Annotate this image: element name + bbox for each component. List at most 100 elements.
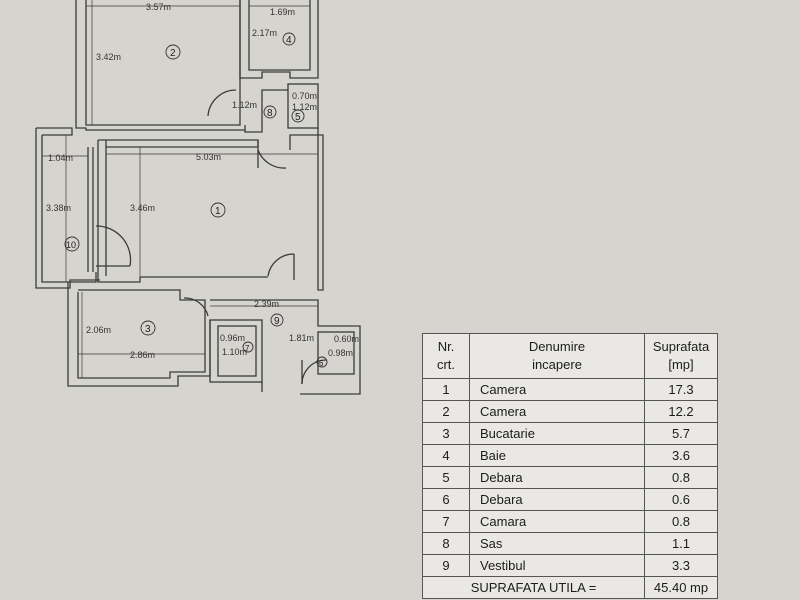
dim-label-d12: 2.39m bbox=[254, 299, 279, 309]
row-area: 0.8 bbox=[644, 510, 718, 533]
wall-room-3-inner bbox=[77, 289, 206, 379]
wall-room-5 bbox=[287, 83, 319, 129]
row-nr: 6 bbox=[422, 488, 470, 511]
row-name: Camara bbox=[469, 510, 645, 533]
door-swing-room-8 bbox=[207, 89, 237, 117]
room-number-8: 8 bbox=[267, 108, 273, 119]
room-circle-9 bbox=[270, 313, 284, 327]
row-nr: 5 bbox=[422, 466, 470, 489]
row-area: 3.3 bbox=[644, 554, 718, 577]
room-circle-3 bbox=[140, 320, 156, 336]
room-number-10: 10 bbox=[66, 240, 76, 250]
row-name: Camera bbox=[469, 378, 645, 401]
dim-label-d4: 2.17m bbox=[252, 28, 277, 38]
wall-room-9 bbox=[210, 299, 361, 395]
row-nr: 4 bbox=[422, 444, 470, 467]
dim-label-d1: 3.57m bbox=[146, 2, 171, 12]
wall-room-7-inner bbox=[217, 325, 257, 377]
row-area: 12.2 bbox=[644, 400, 718, 423]
room-circle-5 bbox=[291, 109, 305, 123]
dim-label-d16: 1.10m bbox=[222, 347, 247, 357]
room-number-6: 6 bbox=[319, 359, 324, 368]
row-area: 17.3 bbox=[644, 378, 718, 401]
row-name: Vestibul bbox=[469, 554, 645, 577]
wall-room-1-top bbox=[98, 139, 259, 148]
dim-label-d19: 0.98m bbox=[328, 348, 353, 358]
wall-room-1-right bbox=[289, 128, 324, 291]
header-nr: Nr.crt. bbox=[422, 333, 470, 379]
row-name: Bucatarie bbox=[469, 422, 645, 445]
door-swing-room-1 bbox=[257, 149, 287, 169]
row-area: 5.7 bbox=[644, 422, 718, 445]
room-number-1: 1 bbox=[215, 206, 221, 217]
dim-label-d9: 5.03m bbox=[196, 152, 221, 162]
room-circle-10 bbox=[64, 236, 80, 252]
row-area: 0.6 bbox=[644, 488, 718, 511]
row-name: Debara bbox=[469, 488, 645, 511]
room-number-7: 7 bbox=[245, 344, 250, 353]
row-nr: 2 bbox=[422, 400, 470, 423]
wall-room-10-inner bbox=[41, 135, 97, 283]
wall-room-1-outer bbox=[97, 140, 268, 283]
door-swing-room-3 bbox=[183, 297, 209, 317]
wall-room-2 bbox=[75, 0, 245, 131]
dim-label-d7: 1.12m bbox=[232, 100, 257, 110]
row-nr: 3 bbox=[422, 422, 470, 445]
dim-label-d3: 3.42m bbox=[96, 52, 121, 62]
wall-room-4 bbox=[239, 0, 319, 79]
dim-label-d14: 2.86m bbox=[130, 350, 155, 360]
row-nr: 8 bbox=[422, 532, 470, 555]
door-swing-room-9 bbox=[267, 253, 295, 277]
total-value: 45.40 mp bbox=[644, 576, 718, 599]
wall-room-2-inner bbox=[85, 0, 241, 126]
row-name: Debara bbox=[469, 466, 645, 489]
row-area: 0.8 bbox=[644, 466, 718, 489]
header-area: Suprafata[mp] bbox=[644, 333, 718, 379]
row-area: 1.1 bbox=[644, 532, 718, 555]
dim-label-d13: 2.06m bbox=[86, 325, 111, 335]
room-number-5: 5 bbox=[295, 112, 301, 123]
wall-room-8 bbox=[244, 89, 288, 133]
dim-label-d8: 1.04m bbox=[48, 153, 73, 163]
room-number-2: 2 bbox=[170, 48, 176, 59]
wall-room-6 bbox=[317, 331, 355, 375]
dim-label-d2: 1.69m bbox=[270, 7, 295, 17]
dim-label-d6: 1.12m bbox=[292, 102, 317, 112]
row-name: Sas bbox=[469, 532, 645, 555]
room-number-9: 9 bbox=[274, 316, 280, 327]
wall-room-10 bbox=[35, 128, 100, 289]
row-nr: 7 bbox=[422, 510, 470, 533]
row-nr: 9 bbox=[422, 554, 470, 577]
dim-label-d17: 1.81m bbox=[289, 333, 314, 343]
room-number-4: 4 bbox=[286, 35, 292, 46]
wall-room-10-top bbox=[36, 127, 73, 136]
row-area: 3.6 bbox=[644, 444, 718, 467]
dim-label-d5: 0.70m bbox=[292, 91, 317, 101]
room-circle-8 bbox=[263, 105, 277, 119]
dim-label-d11: 3.46m bbox=[130, 203, 155, 213]
dim-label-d10: 3.38m bbox=[46, 203, 71, 213]
door-swing-room-10 bbox=[95, 225, 132, 267]
wall-room-4-inner bbox=[248, 0, 311, 71]
wall-room-7 bbox=[209, 319, 263, 383]
room-circle-2 bbox=[165, 44, 181, 60]
row-nr: 1 bbox=[422, 378, 470, 401]
row-name: Baie bbox=[469, 444, 645, 467]
room-circle-6 bbox=[316, 356, 328, 368]
room-circle-7 bbox=[242, 341, 254, 353]
room-circle-1 bbox=[210, 202, 226, 218]
dim-label-d15: 0.96m bbox=[220, 333, 245, 343]
